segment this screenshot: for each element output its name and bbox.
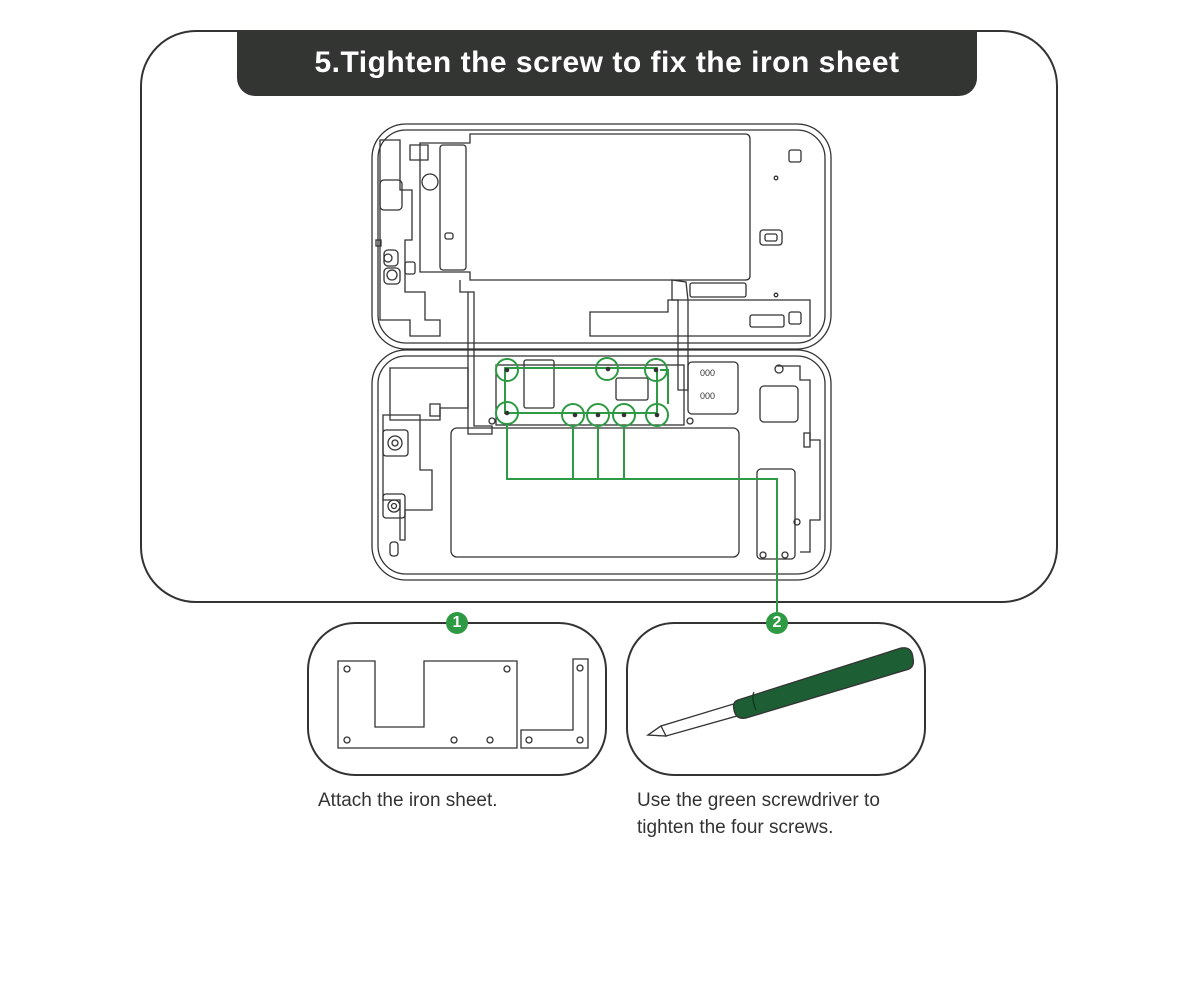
lower-frame-outer (371, 349, 832, 581)
page-title: 5.Tighten the screw to fix the iron shee… (314, 46, 900, 79)
title-bar: 5.Tighten the screw to fix the iron shee… (237, 30, 977, 96)
step-2-panel (626, 622, 926, 776)
step-2-caption-line-1: Use the green screwdriver to (637, 790, 880, 811)
step-1-badge: 1 (446, 612, 468, 634)
step-2-caption: Use the green screwdriver to tighten the… (637, 787, 880, 841)
step-2-caption-line-2: tighten the four screws. (637, 817, 834, 838)
screw-dots (504, 366, 660, 418)
svg-text:000: 000 (700, 391, 715, 401)
motherboard (495, 364, 685, 426)
iron-sheet-icon (337, 658, 589, 749)
upper-frame-inner (377, 129, 826, 344)
battery-area (450, 427, 740, 558)
upper-panel (419, 133, 751, 281)
step-1-caption: Attach the iron sheet. (318, 790, 498, 811)
screwdriver-icon (646, 647, 914, 737)
upper-frame-outer (371, 123, 832, 350)
step-2-badge: 2 (766, 612, 788, 634)
svg-text:000: 000 (700, 368, 715, 378)
step-1-panel (307, 622, 607, 776)
screw-highlights (495, 357, 778, 612)
lower-frame-inner (377, 355, 826, 575)
